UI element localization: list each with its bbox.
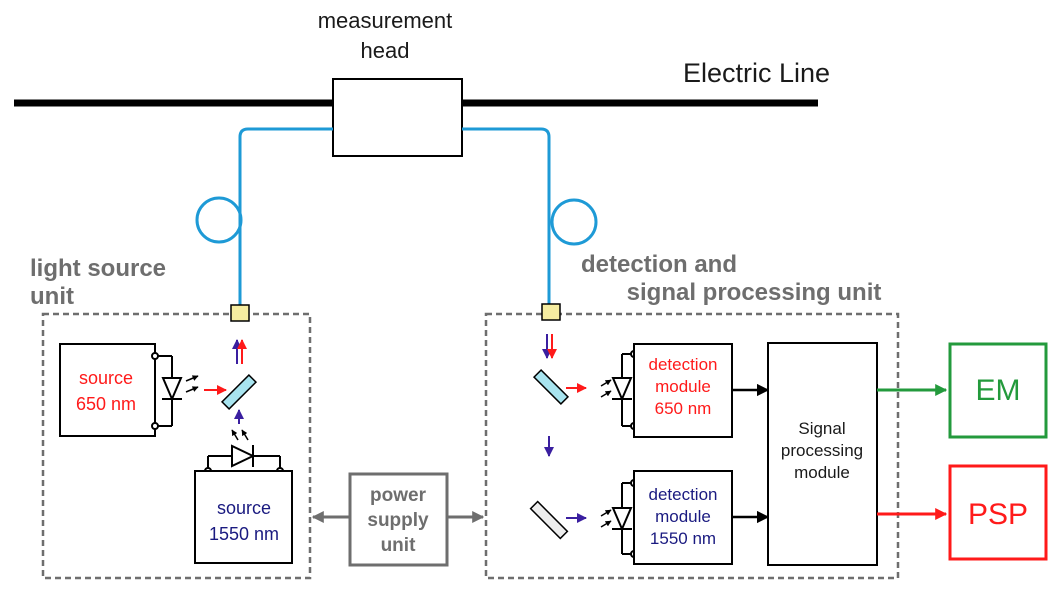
led-650-icon: [151, 352, 199, 430]
em-output-label: EM: [976, 374, 1021, 407]
power-supply-unit-box: [348, 472, 449, 567]
detection-unit-frame: [484, 312, 900, 580]
light-source-unit-title-line2: unit: [30, 283, 74, 310]
detection-1550-label-line1: detection: [649, 485, 718, 504]
signal-processing-label-line1: Signal: [798, 419, 845, 438]
source-1550-box: [194, 470, 293, 564]
signal-processing-label-line2: processing: [781, 441, 863, 460]
measurement-head-label-line1: measurement: [318, 8, 453, 33]
measurement-head-label-line2: head: [361, 38, 410, 63]
detection-module-650-box: [633, 343, 733, 438]
light-source-unit-frame: [41, 312, 312, 580]
psp-output-label: PSP: [968, 498, 1028, 531]
signal-processing-module-box: [767, 342, 878, 566]
detection-1550-label-line3: 1550 nm: [650, 529, 716, 548]
power-supply-label-line3: unit: [381, 535, 416, 556]
em-output-box: [948, 342, 1048, 439]
beam-combiner-mirror: [220, 373, 258, 411]
optical-fiber-left: [195, 127, 333, 306]
source-1550-label-line1: source: [217, 498, 271, 518]
detection-unit-title-line1: detection and: [581, 251, 737, 278]
optical-fiber-right: [462, 127, 598, 306]
psp-output-box: [948, 464, 1048, 561]
source-1550-label-line2: 1550 nm: [209, 524, 279, 544]
dichroic-mirror: [532, 368, 570, 406]
folding-mirror: [529, 500, 569, 540]
photodiode-1550-icon: [600, 479, 638, 558]
fiber-connector-right: [541, 303, 561, 321]
detection-module-1550-box: [633, 470, 733, 565]
input-beam-arrows-right: [542, 334, 557, 359]
light-source-unit-title-line1: light source: [30, 255, 166, 282]
measurement-head-box: [332, 78, 463, 157]
electric-line-label: Electric Line: [683, 58, 830, 88]
detection-1550-label-line2: module: [655, 507, 711, 526]
output-beam-arrows-left: [232, 339, 247, 364]
power-supply-label-line2: supply: [367, 510, 429, 531]
detection-650-label-line1: detection: [649, 355, 718, 374]
signal-processing-label-line3: module: [794, 463, 850, 482]
detection-650-label-line2: module: [655, 377, 711, 396]
photodiode-650-icon: [600, 350, 638, 430]
detection-unit-title-line2: signal processing unit: [627, 279, 882, 306]
source-650-label-line2: 650 nm: [76, 394, 136, 414]
power-supply-label-line1: power: [370, 485, 427, 506]
source-650-box: [59, 343, 156, 437]
led-1550-icon: [204, 429, 284, 475]
fiber-connector-left: [230, 304, 250, 322]
detection-650-label-line3: 650 nm: [655, 399, 712, 418]
source-650-label-line1: source: [79, 368, 133, 388]
